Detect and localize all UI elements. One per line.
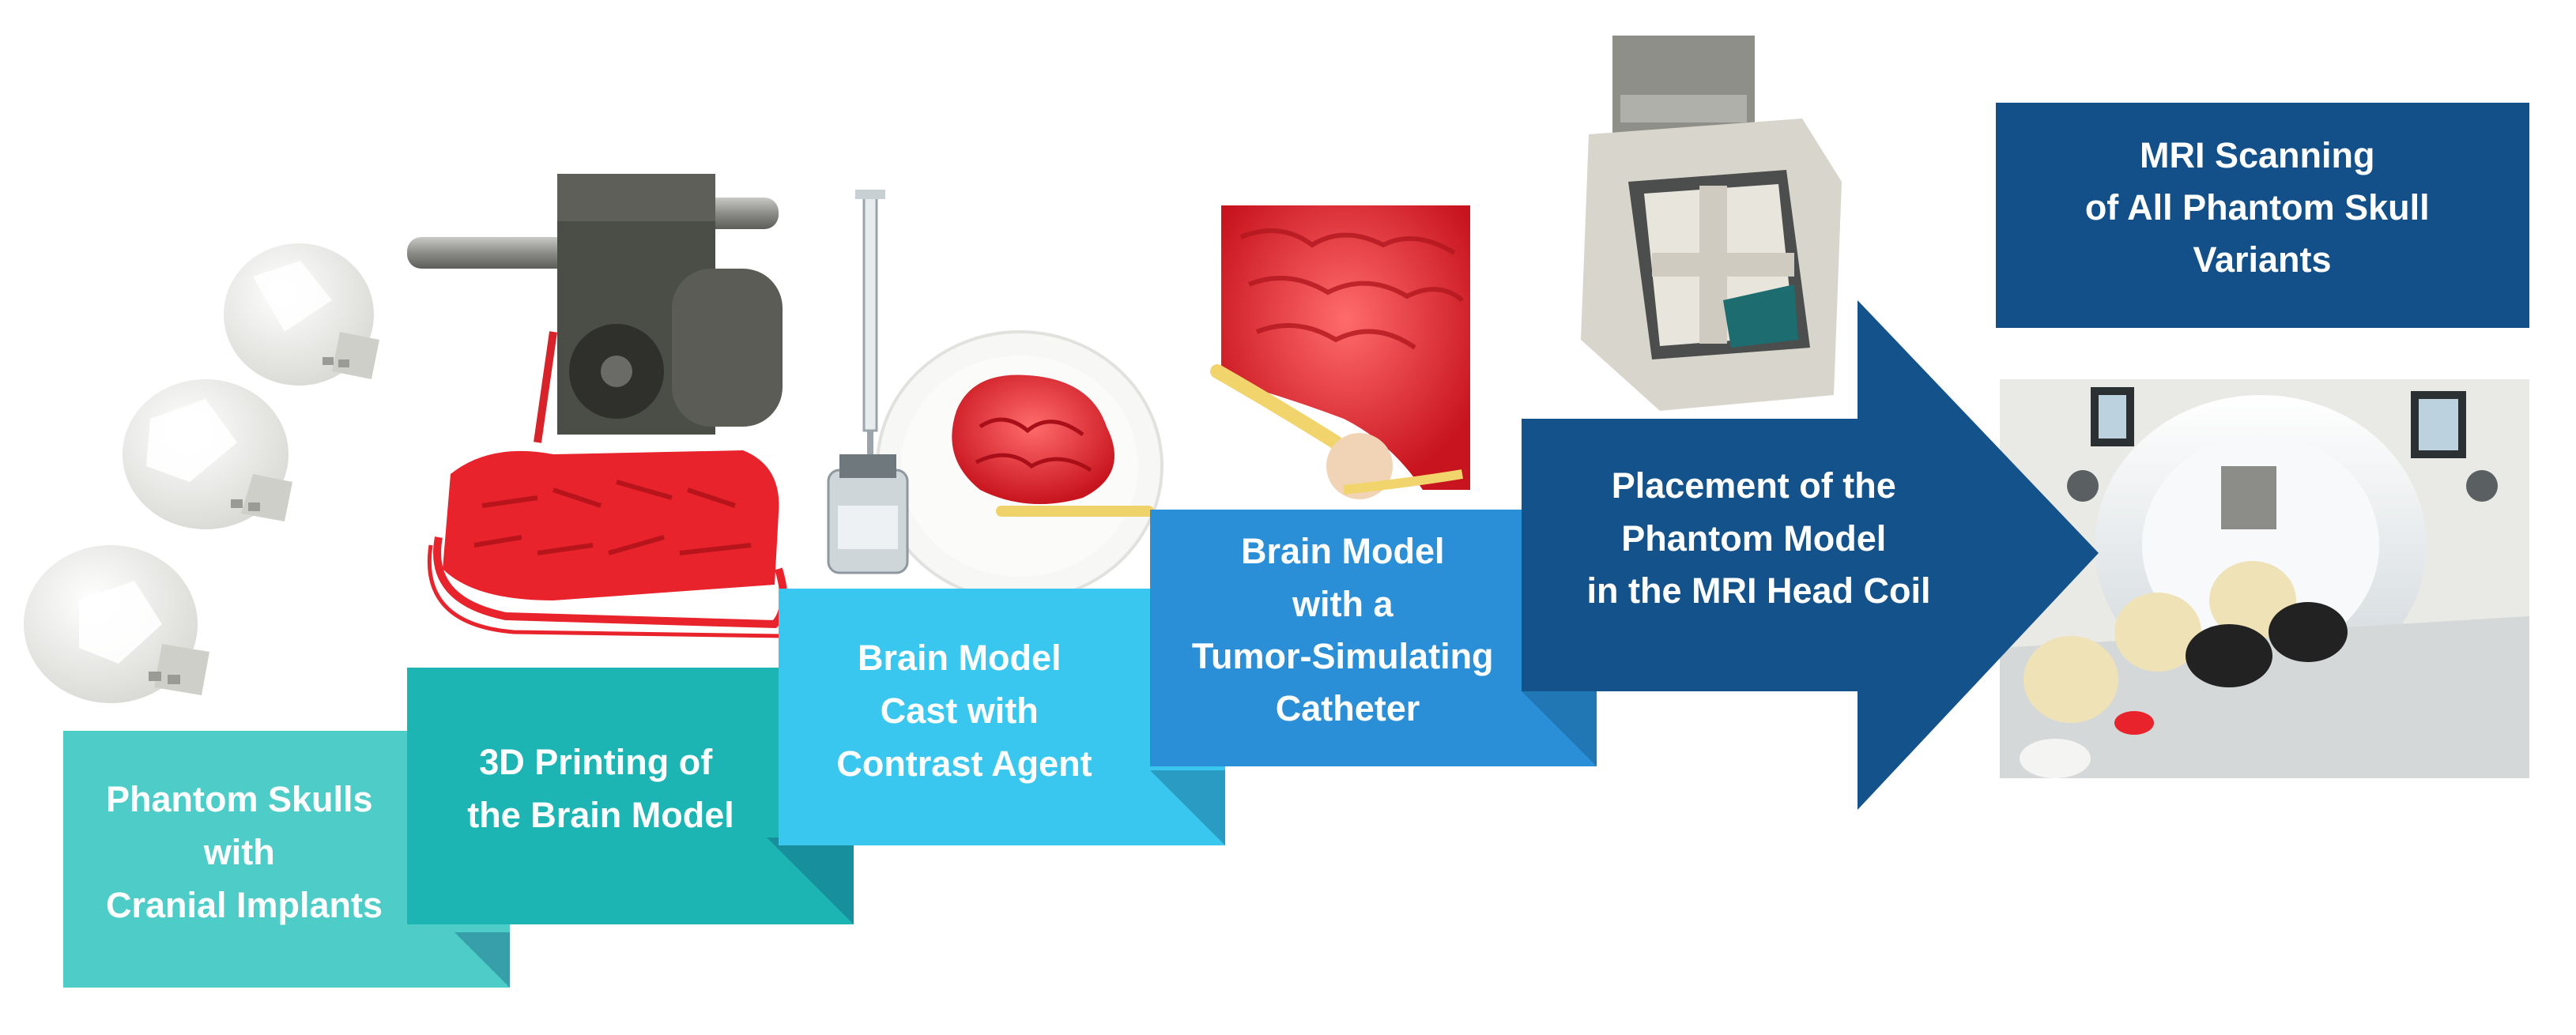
step-label: Placement of the Phantom Model in the MR… xyxy=(1586,465,1930,611)
step-box xyxy=(1996,103,2529,328)
step-label-line: Phantom Model xyxy=(1621,518,1886,559)
phantom-skull xyxy=(2023,636,2118,723)
step-label-line: in the MRI Head Coil xyxy=(1586,570,1930,611)
syringe xyxy=(862,192,878,432)
cast-brain xyxy=(952,374,1115,504)
step-label-line: Catheter xyxy=(1276,688,1420,728)
step-label: Brain Model with a Tumor-Simulating Cath… xyxy=(1192,531,1503,728)
printer-image xyxy=(407,174,788,638)
step-head-coil-placement: Placement of the Phantom Model in the MR… xyxy=(1522,300,2099,810)
phantom-skull xyxy=(2114,593,2201,672)
step-label-line: Tumor-Simulating xyxy=(1192,636,1494,676)
step-label-line: Variants xyxy=(2193,239,2331,280)
step-mri-scanning: MRI Scanning of All Phantom Skull Varian… xyxy=(1996,103,2529,328)
tumor-catheter-image xyxy=(1210,205,1470,499)
step-label-line: with a xyxy=(1292,584,1394,624)
step-label-line: Cast with xyxy=(881,691,1039,731)
catheter xyxy=(996,506,1154,517)
skull-icon xyxy=(123,379,292,529)
step-arrow xyxy=(1522,300,2099,810)
step-label-line: Contrast Agent xyxy=(836,743,1092,784)
step-label-line: Cranial Implants xyxy=(106,885,383,925)
skull-icon xyxy=(24,545,209,703)
head-coil-image xyxy=(1581,36,1842,411)
step-label-line: Brain Model xyxy=(858,638,1062,678)
catheter xyxy=(1210,364,1343,450)
scanner-button xyxy=(2067,470,2099,502)
step-3d-printing: 3D Printing of the Brain Model xyxy=(407,668,854,924)
phantom-skull xyxy=(2269,602,2348,662)
step-label-line: Brain Model xyxy=(1241,531,1445,571)
phantom-skulls-image xyxy=(24,243,379,703)
step-label: MRI Scanning of All Phantom Skull Varian… xyxy=(2085,135,2439,280)
step-label-line: with xyxy=(203,832,275,872)
step-label-line: Phantom Skulls xyxy=(106,779,373,819)
skull-icon xyxy=(224,243,379,386)
step-label-line: 3D Printing of xyxy=(479,742,713,782)
step-label: 3D Printing of the Brain Model xyxy=(467,742,734,835)
mri-scanner-image xyxy=(2000,379,2529,778)
step-label-line: Placement of the xyxy=(1612,465,1896,506)
casting-image xyxy=(827,190,1164,602)
phantom-skull xyxy=(2186,624,2272,687)
step-label-line: the Brain Model xyxy=(467,795,734,835)
step-label: Phantom Skulls with Cranial Implants xyxy=(106,779,383,925)
step-label: Brain Model Cast with Contrast Agent xyxy=(836,638,1092,784)
step-label-line: of All Phantom Skull xyxy=(2085,187,2430,228)
step-label-line: MRI Scanning xyxy=(2140,135,2375,175)
printed-brain xyxy=(443,450,779,600)
scanner-button xyxy=(2466,470,2498,502)
